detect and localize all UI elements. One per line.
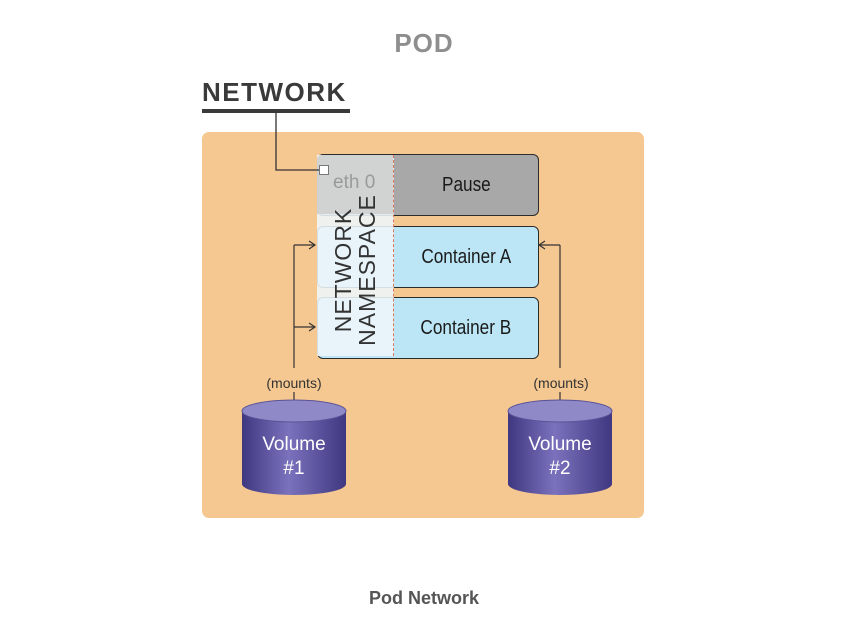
- container-b-label: Container B: [420, 316, 512, 339]
- eth0-label: eth 0: [333, 172, 376, 193]
- volume-2-line1: Volume: [528, 434, 592, 455]
- volume-2-line2: #2: [549, 458, 571, 479]
- mounts-label-right: (mounts): [533, 375, 589, 391]
- eth0-region: [317, 155, 393, 214]
- pause-label: Pause: [441, 173, 491, 196]
- volume-1-line2: #1: [283, 458, 305, 479]
- volume-2-icon: [507, 399, 613, 495]
- container-a-label: Container A: [421, 245, 511, 268]
- pod-title: POD: [394, 28, 454, 58]
- network-label: NETWORK: [202, 77, 347, 107]
- figure-caption: Pod Network: [368, 588, 479, 608]
- network-connector-line: [275, 112, 319, 171]
- mounts-left-connector: [293, 240, 317, 408]
- volume-1-label: Volume #1: [242, 433, 346, 481]
- mounts-label-left: (mounts): [266, 375, 322, 391]
- eth0-port-icon: [319, 165, 329, 175]
- volume-1-icon: [241, 399, 347, 495]
- volume-1-line1: Volume: [262, 434, 326, 455]
- volume-2-label: Volume #2: [508, 433, 612, 481]
- network-underline: [202, 109, 350, 113]
